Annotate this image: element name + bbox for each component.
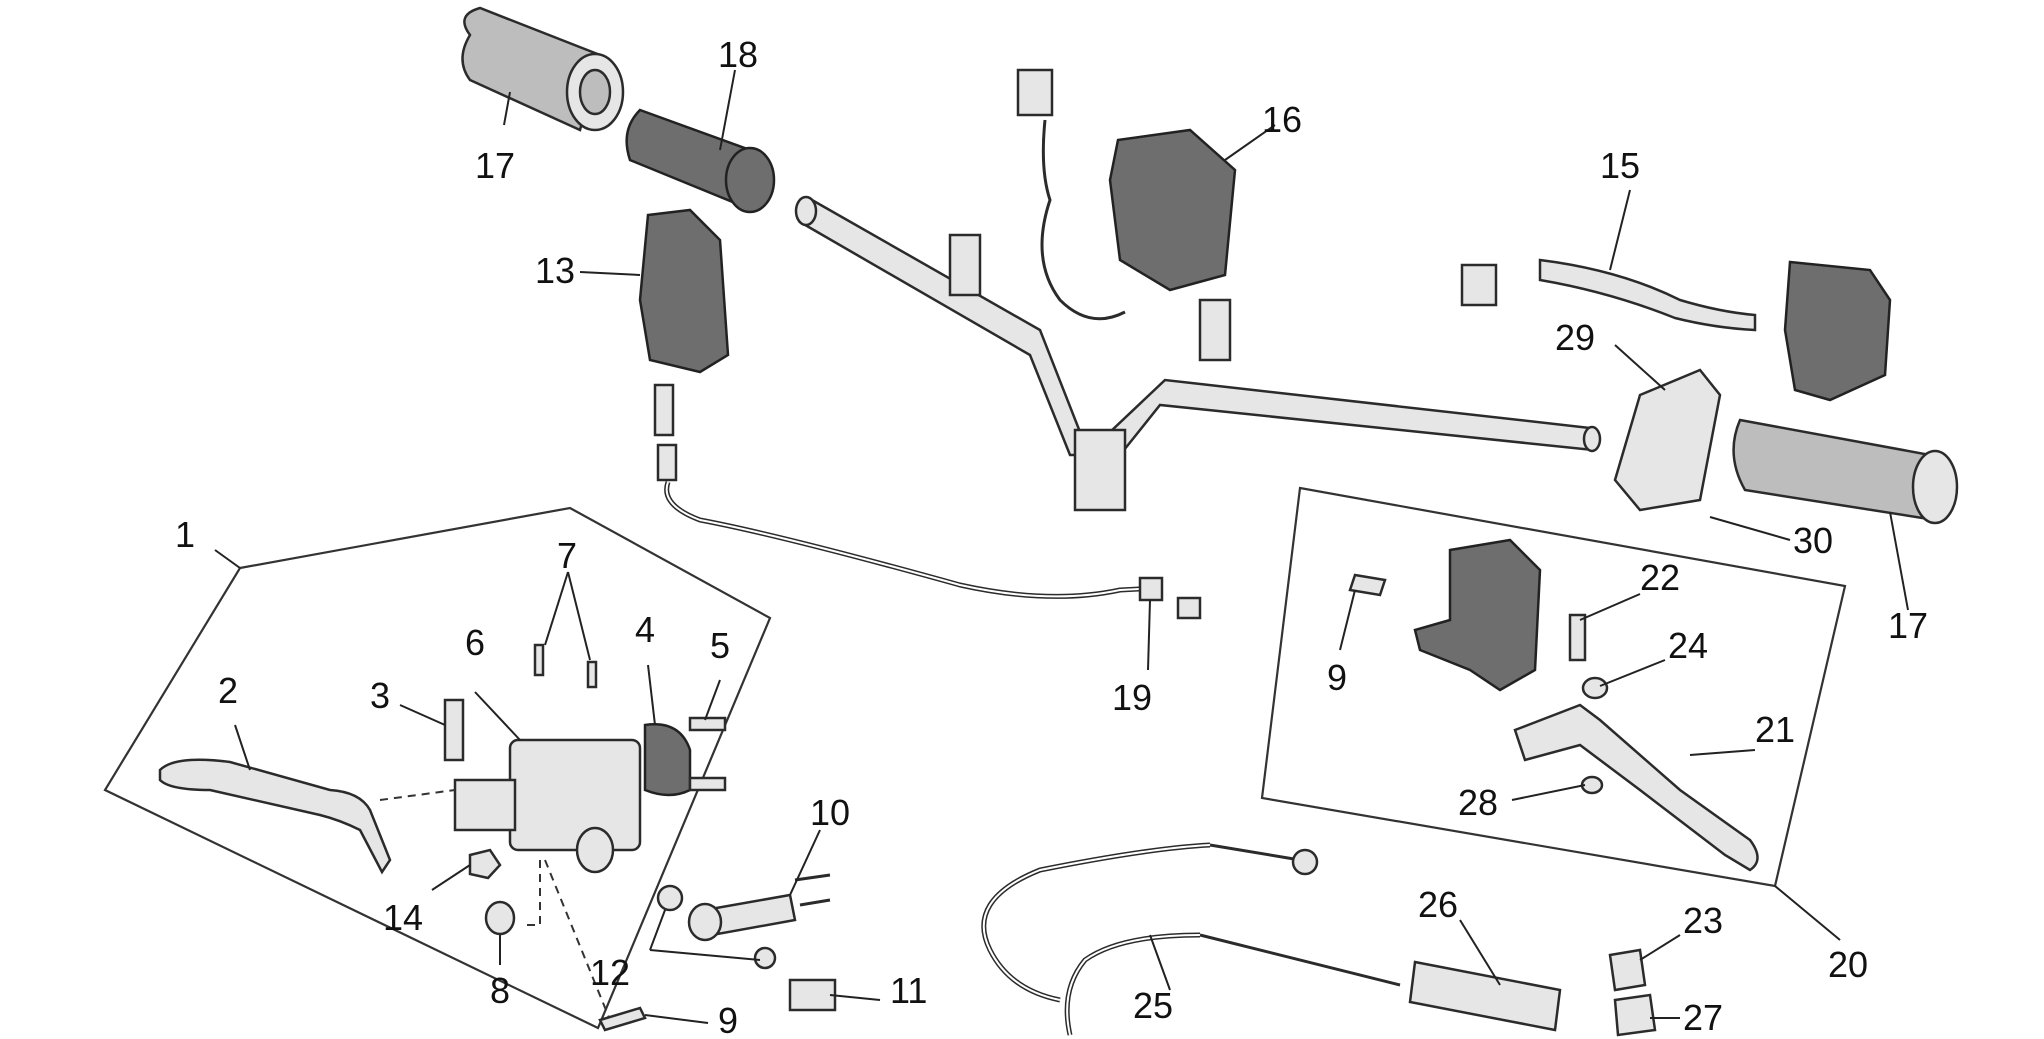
callout-26: 26: [1418, 884, 1458, 925]
right-switch: [1460, 258, 1892, 402]
callout-17-left: 17: [475, 145, 515, 186]
handlebar: [794, 195, 1602, 512]
callout-27: 27: [1683, 997, 1723, 1038]
callout-5: 5: [710, 625, 730, 666]
callout-14: 14: [383, 897, 423, 938]
callout-28: 28: [1458, 782, 1498, 823]
rear-brake-cable: [981, 842, 1657, 1037]
callout-9-left: 9: [718, 1000, 738, 1039]
throttle-housing: [638, 208, 730, 374]
callout-20: 20: [1828, 944, 1868, 985]
switch-cover: [1613, 368, 1722, 512]
callout-25: 25: [1133, 985, 1173, 1026]
callout-23: 23: [1683, 900, 1723, 941]
callout-3: 3: [370, 675, 390, 716]
callout-15: 15: [1600, 145, 1640, 186]
callout-17-right: 17: [1888, 605, 1928, 646]
callout-6: 6: [465, 622, 485, 663]
callout-13: 13: [535, 250, 575, 291]
brake-hose: [656, 873, 837, 1012]
callout-10: 10: [810, 792, 850, 833]
callout-11: 11: [890, 970, 927, 1011]
callout-21: 21: [1755, 709, 1795, 750]
left-switch: [1016, 68, 1237, 321]
callout-29: 29: [1555, 317, 1595, 358]
callout-8: 8: [490, 970, 510, 1011]
callout-16: 16: [1262, 99, 1302, 140]
assembly-box-20: [1260, 486, 1847, 888]
callout-9-right: 9: [1327, 657, 1347, 698]
callout-18: 18: [718, 34, 758, 75]
left-master-cylinder: [158, 643, 727, 1021]
right-grip: [1732, 418, 1959, 525]
stop-switch-left: [598, 1006, 647, 1032]
callout-4: 4: [635, 609, 655, 650]
callout-30: 30: [1793, 520, 1833, 561]
callout-7: 7: [557, 535, 577, 576]
callout-12: 12: [590, 952, 630, 993]
left-grip: [461, 6, 625, 132]
callout-19: 19: [1112, 677, 1152, 718]
callout-2: 2: [218, 670, 238, 711]
throttle-grip: [625, 108, 776, 214]
right-lever-assembly: [1348, 538, 1759, 872]
callout-24: 24: [1668, 625, 1708, 666]
throttle-cable: [653, 383, 1202, 620]
leader-lines: [214, 69, 1909, 1024]
callout-1: 1: [175, 514, 195, 555]
assembly-box-1: [103, 506, 772, 1030]
callout-22: 22: [1640, 557, 1680, 598]
